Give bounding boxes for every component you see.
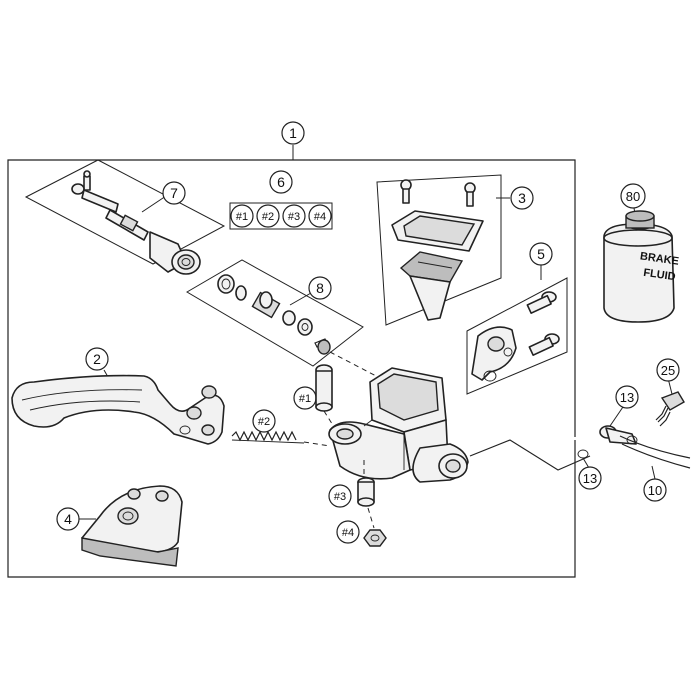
piston-part [217,274,331,355]
callout-7: 7 [162,181,186,205]
svg-text:25: 25 [661,363,675,378]
callout-13-top: 13 [615,385,639,409]
callout-5: 5 [529,242,553,266]
svg-text:7: 7 [170,185,178,201]
callout-1: 1 [281,121,305,145]
reservoir-cover-box [376,174,502,326]
banjo-bolt-part [655,391,685,427]
svg-text:#2: #2 [258,416,270,428]
callout-4: 4 [56,507,80,531]
brake-fluid-bottle: BRAKE FLUID [603,210,680,323]
kit-tag-1: #1 [230,204,254,228]
nut-part [363,529,387,547]
svg-text:#4: #4 [342,527,354,539]
assembly-frame [7,159,576,578]
brake-line-leader [469,439,591,471]
svg-text:#3: #3 [288,211,300,223]
svg-text:#1: #1 [236,211,248,223]
svg-text:5: 5 [537,246,545,262]
svg-text:10: 10 [648,483,662,498]
svg-text:#3: #3 [334,491,346,503]
bottle-label-line1: BRAKE [639,250,679,267]
spring-part [231,430,305,444]
master-cylinder-part [328,367,469,483]
svg-text:1: 1 [289,125,297,141]
pivot-bolt-part [315,364,333,412]
body-tag-3: #3 [328,484,352,508]
callout-3: 3 [510,186,534,210]
callout-13-bottom: 13 [578,466,602,490]
banjo-part [577,425,691,469]
clamp-box [466,277,568,395]
callout-25: 25 [656,358,680,382]
clamp-part [471,291,560,382]
callout-10: 10 [643,478,667,502]
reservoir-cover-part [391,179,484,321]
callout-8: 8 [308,276,332,300]
svg-text:3: 3 [518,190,526,206]
svg-text:13: 13 [583,471,597,486]
bottle-label-line2: FLUID [643,267,677,283]
svg-text:6: 6 [277,174,285,190]
svg-text:#4: #4 [314,211,326,223]
piston-kit-box [186,259,364,367]
svg-text:8: 8 [316,280,324,296]
seal-kit-box [229,202,333,230]
brake-lever-part [11,374,225,445]
pushrod-part [71,170,201,275]
lever-cover-part [81,485,183,567]
callout-80: 80 [620,183,646,209]
bushing-part [357,477,375,507]
body-tag-2: #2 [252,409,276,433]
callout-2: 2 [85,347,109,371]
callout-6: 6 [269,170,293,194]
svg-text:13: 13 [620,390,634,405]
body-tag-4: #4 [336,520,360,544]
svg-text:80: 80 [626,189,640,204]
kit-tag-2: #2 [256,204,280,228]
pushrod-kit-box [24,159,226,265]
svg-text:#2: #2 [262,211,274,223]
svg-text:#1: #1 [299,393,311,405]
body-tag-1: #1 [293,386,317,410]
svg-text:4: 4 [64,511,72,527]
kit-tag-4: #4 [308,204,332,228]
svg-text:2: 2 [93,351,101,367]
kit-tag-3: #3 [282,204,306,228]
